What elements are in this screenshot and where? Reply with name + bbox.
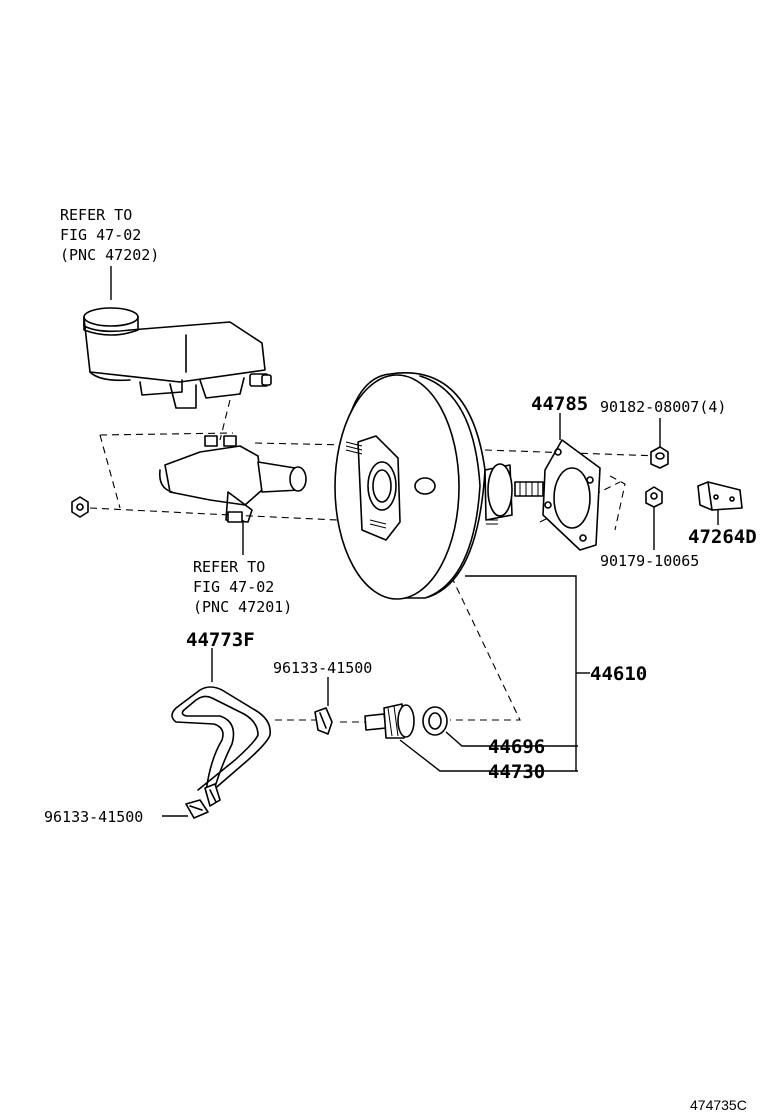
check-valve-illustration [364,703,578,772]
part-number-check-valve[interactable]: 44730 [488,761,545,783]
upper-clamp-illustration [314,677,333,735]
master-cylinder-ref-line-2: FIG 47-02 [193,578,274,596]
booster-assy-bracket [465,575,590,771]
part-number-grommet[interactable]: 44696 [488,736,545,758]
reservoir-ref-line-1: REFER TO [60,206,132,224]
part-number-clamp-upper[interactable]: 96133-41500 [273,659,372,677]
part-number-booster-assy[interactable]: 44610 [590,663,647,685]
left-nut-illustration [71,496,89,518]
part-number-nut-upper[interactable]: 90182-08007(4) [600,398,726,416]
part-number-clip[interactable]: 47264D [688,526,757,548]
hose-illustration [171,648,272,807]
clip-illustration [697,481,743,525]
reservoir-ref-line-2: FIG 47-02 [60,226,141,244]
master-cylinder-ref-line-1: REFER TO [193,558,265,576]
upper-nut-illustration [650,418,669,469]
grommet-illustration [422,706,578,747]
part-number-clamp-lower[interactable]: 96133-41500 [44,808,143,826]
part-number-nut-lower[interactable]: 90179-10065 [600,552,699,570]
master-cylinder-ref-line-3: (PNC 47201) [193,598,292,616]
master-cylinder-illustration [158,435,307,555]
illustration-code: 474735C [690,1097,747,1112]
gasket-illustration [542,413,601,551]
brake-booster-illustration [334,372,544,600]
part-number-hose[interactable]: 44773F [186,629,255,651]
part-number-gasket[interactable]: 44785 [531,393,588,415]
lower-clamp-illustration [162,799,209,819]
lower-nut-illustration [645,486,663,550]
reservoir-ref-line-3: (PNC 47202) [60,246,159,264]
reservoir-illustration [83,266,272,409]
